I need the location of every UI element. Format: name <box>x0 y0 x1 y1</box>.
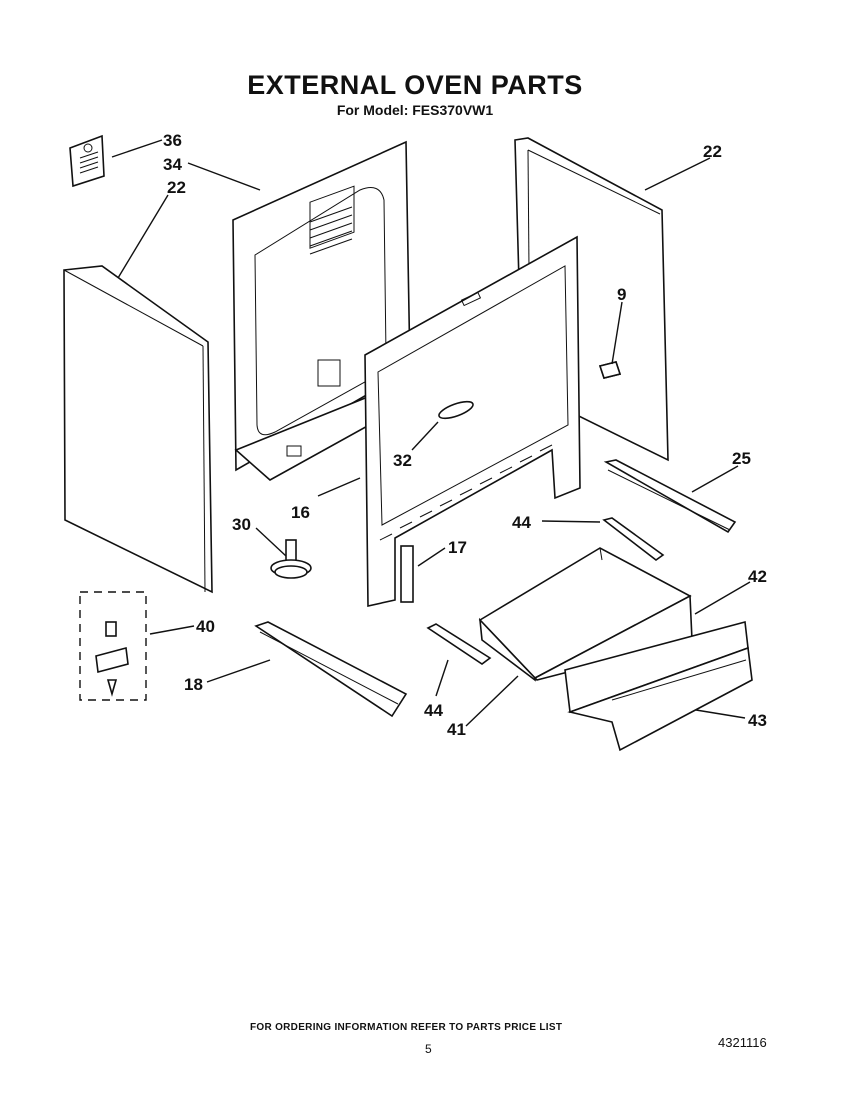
part-16-front-frame <box>364 235 581 607</box>
callout-44-upper: 44 <box>512 513 531 532</box>
callout-16: 16 <box>291 503 310 522</box>
callout-34: 34 <box>163 155 182 174</box>
callout-25: 25 <box>732 449 751 468</box>
part-40-anti-tip-kit <box>79 591 147 701</box>
callout-22-right: 22 <box>703 142 722 161</box>
part-32-plate <box>438 400 474 420</box>
page-title: EXTERNAL OVEN PARTS <box>247 70 583 100</box>
part-36-label-card <box>69 134 105 188</box>
page-number: 5 <box>425 1042 432 1056</box>
part-41-drawer <box>478 547 693 682</box>
callout-labels: 36 34 22 22 9 30 16 32 25 17 44 42 40 18… <box>163 131 767 739</box>
part-44-upper-glide <box>602 517 665 561</box>
document-number: 4321116 <box>718 1035 767 1050</box>
part-30-leveling-leg <box>270 539 312 579</box>
callout-36: 36 <box>163 131 182 150</box>
leader-lines <box>111 139 751 727</box>
callout-9: 9 <box>617 285 626 304</box>
part-43-drawer-front <box>564 620 753 752</box>
part-17-bracket <box>400 545 414 603</box>
part-25-rail <box>603 459 737 534</box>
callout-44-lower: 44 <box>424 701 443 720</box>
callout-42: 42 <box>748 567 767 586</box>
part-18-toe-kick <box>254 621 408 718</box>
callout-18: 18 <box>184 675 203 694</box>
callout-32: 32 <box>393 451 412 470</box>
part-22-left-side-panel <box>63 265 213 594</box>
part-9-clip <box>598 361 622 379</box>
model-subtitle: For Model: FES370VW1 <box>336 102 494 118</box>
part-44-lower-glide <box>426 623 492 665</box>
callout-41: 41 <box>447 720 466 739</box>
callout-40: 40 <box>196 617 215 636</box>
callout-22-left: 22 <box>167 178 186 197</box>
callout-43: 43 <box>748 711 767 730</box>
callout-30: 30 <box>232 515 251 534</box>
frame-slots <box>379 444 553 541</box>
ordering-note: FOR ORDERING INFORMATION REFER TO PARTS … <box>250 1022 563 1033</box>
callout-17: 17 <box>448 538 467 557</box>
